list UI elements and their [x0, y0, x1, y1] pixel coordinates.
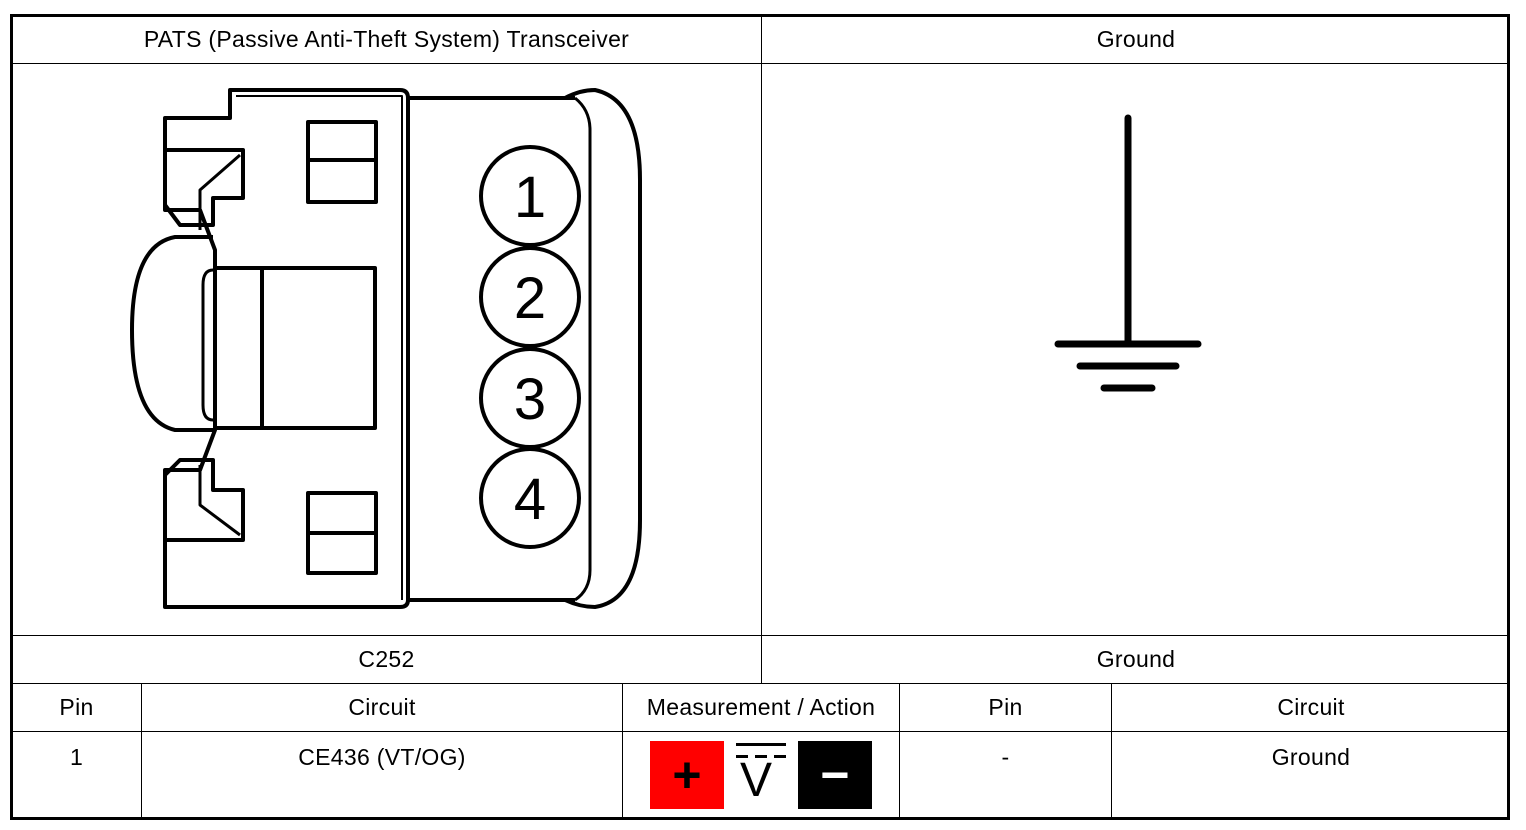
pin-number-4: 4	[514, 467, 546, 532]
grid-vline-col3	[899, 683, 900, 818]
col-header-ground-pin: Pin	[988, 694, 1023, 720]
pin-circle-1	[479, 145, 581, 247]
negative-lead-icon: −	[798, 741, 872, 809]
component-title: PATS (Passive Anti-Theft System) Transce…	[143, 26, 630, 52]
ground-symbol-icon	[1054, 114, 1202, 392]
table-row-ground-circuit: Ground	[1271, 744, 1351, 770]
connector-id: C252	[358, 646, 415, 672]
pin-circle-2	[479, 246, 581, 348]
dc-volt-symbol: V	[732, 741, 790, 809]
grid-vline-col2	[622, 683, 623, 818]
connector-pin-body	[408, 88, 642, 609]
connector-latch	[130, 235, 213, 432]
table-row-pin: 1	[69, 744, 84, 770]
pin-circle-4	[479, 447, 581, 549]
diagram-frame	[10, 14, 1510, 820]
grid-vline-main-upper	[761, 16, 762, 684]
table-row-ground-pin: -	[1001, 744, 1010, 770]
grid-hline-caption	[12, 635, 1510, 636]
grid-vline-col4	[1111, 683, 1112, 818]
ground-title: Ground	[1096, 26, 1176, 52]
grid-hline-header	[12, 63, 1510, 64]
col-header-pin: Pin	[59, 694, 94, 720]
pin-number-2: 2	[514, 266, 546, 331]
grid-vline-col1	[141, 683, 142, 818]
col-header-circuit: Circuit	[348, 694, 416, 720]
grid-hline-table-header	[12, 731, 1510, 732]
dc-voltmeter-icon: + V −	[650, 741, 872, 809]
grid-hline-table-top	[12, 683, 1510, 684]
connector-housing-outline	[163, 88, 410, 609]
table-row-circuit: CE436 (VT/OG)	[298, 744, 466, 770]
pin-number-1: 1	[514, 165, 546, 230]
positive-lead-icon: +	[650, 741, 724, 809]
pin-number-3: 3	[514, 367, 546, 432]
connector-face-illustration: 1 2 3 4	[130, 88, 642, 609]
ground-caption: Ground	[1096, 646, 1176, 672]
col-header-ground-circuit: Circuit	[1277, 694, 1345, 720]
col-header-measurement: Measurement / Action	[646, 694, 876, 720]
